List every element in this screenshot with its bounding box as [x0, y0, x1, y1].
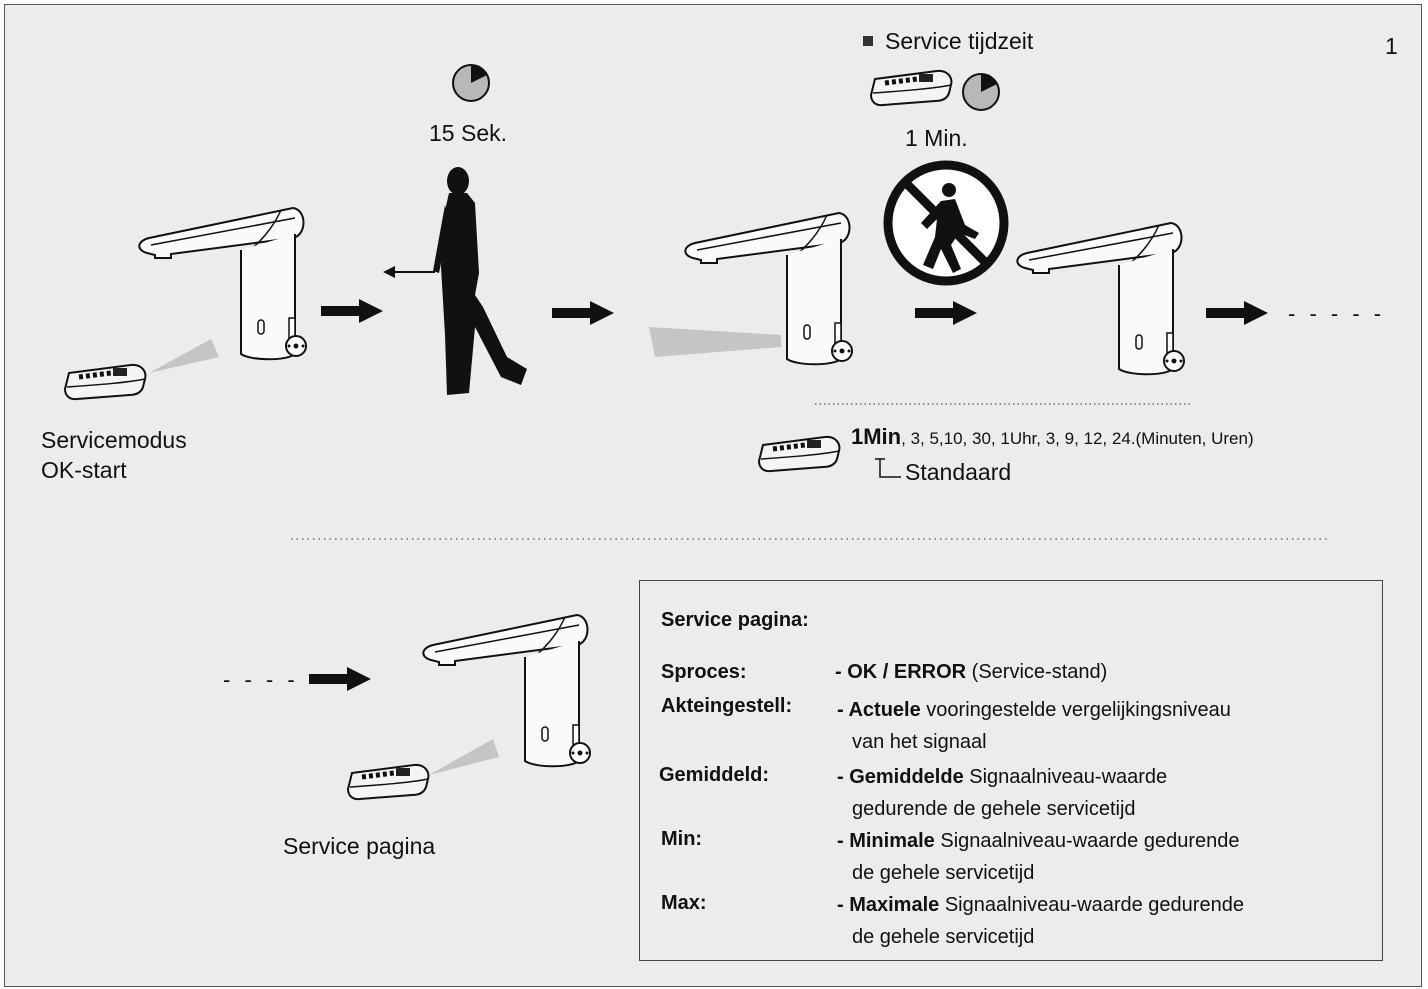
sensor-faucet-icon: [138, 207, 307, 361]
page-number: 1: [1385, 33, 1398, 59]
sensor-beam: [149, 339, 219, 373]
row-value-cont: van het signaal: [852, 731, 987, 753]
right-arrow-icon: [552, 301, 614, 325]
default-label: Standaard: [905, 459, 1012, 485]
service-page-info-box: Service pagina: Sproces: - OK / ERROR (S…: [639, 580, 1383, 961]
service-time-title: Service tijdzeit: [885, 28, 1034, 54]
ok-start-label: OK-start: [41, 457, 127, 483]
row-value: - Maximale Signaalniveau-waarde gedurend…: [837, 894, 1244, 916]
default-bracket: [875, 458, 901, 478]
info-box-title: Service pagina:: [661, 609, 809, 631]
continuation-dashes-bottom: - - - - -: [223, 667, 321, 692]
remote-control-icon: [871, 71, 951, 105]
sensor-beam: [649, 327, 781, 357]
bullet-square: [863, 36, 873, 46]
left-arrow-icon: [383, 266, 435, 278]
diagram-graphics: [5, 36, 1329, 988]
service-page-label: Service pagina: [283, 833, 436, 859]
time-option-default: 1Min: [851, 424, 902, 449]
row-value: - OK / ERROR (Service-stand): [835, 661, 1108, 683]
time-options: 1Min, 3, 5,10, 30, 1Uhr, 3, 9, 12, 24.(M…: [851, 424, 1254, 452]
servicemodus-label: Servicemodus: [41, 427, 187, 453]
timer-icon: [962, 73, 1000, 111]
row-value-cont: de gehele servicetijd: [852, 926, 1035, 948]
sensor-faucet-icon: [422, 614, 591, 768]
walking-person-icon: [433, 167, 527, 395]
right-arrow-icon: [321, 299, 383, 323]
sensor-faucet-icon: [1016, 222, 1185, 376]
diagram-page: 1 15 Sek. Service tijdzeit 1 Min. Servic…: [4, 4, 1422, 987]
timer-icon: [452, 64, 490, 102]
row-key: Sproces:: [661, 661, 747, 683]
row-key: Akteingestell:: [661, 695, 793, 717]
row-key: Gemiddeld:: [659, 764, 770, 786]
row-key: Max:: [661, 892, 707, 914]
time-option-list: , 3, 5,10, 30, 1Uhr, 3, 9, 12, 24.(Minut…: [901, 429, 1254, 448]
wait-time-label: 15 Sek.: [429, 120, 507, 146]
remote-control-icon: [65, 365, 145, 399]
row-value: - Gemiddelde Signaalniveau-waarde: [837, 766, 1168, 788]
no-pedestrian-icon: [883, 160, 1009, 286]
row-value: - Minimale Signaalniveau-waarde gedurend…: [837, 830, 1240, 852]
continuation-dashes: - - - - -: [1288, 301, 1386, 326]
right-arrow-icon: [915, 301, 977, 325]
row-value-cont: gedurende de gehele servicetijd: [852, 798, 1136, 820]
remote-control-icon: [348, 765, 428, 799]
row-key: Min:: [661, 828, 703, 850]
service-time-value: 1 Min.: [905, 125, 968, 151]
remote-control-icon: [759, 437, 839, 471]
row-value-cont: de gehele servicetijd: [852, 862, 1035, 884]
right-arrow-icon: [1206, 301, 1268, 325]
sensor-beam: [429, 739, 499, 775]
row-value: - Actuele vooringestelde vergelijkingsni…: [837, 699, 1231, 721]
